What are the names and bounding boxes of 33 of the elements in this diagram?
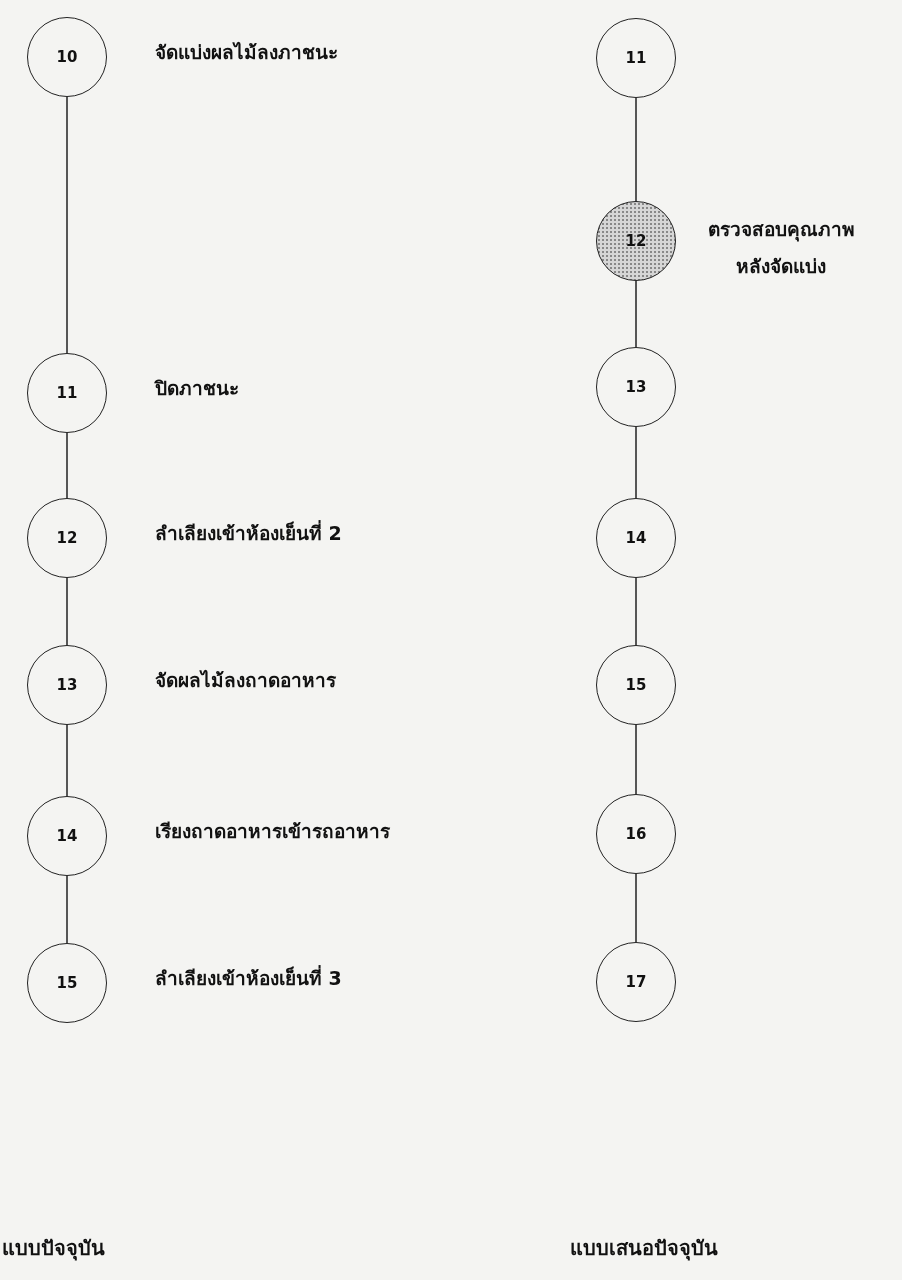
column-caption: แบบเสนอปัจจุบัน [570,1235,718,1263]
step-number: 16 [625,825,647,843]
step-number: 11 [56,384,78,402]
step-number: 15 [625,676,647,694]
connector-line [66,724,68,797]
connector-line [66,875,68,944]
step-number: 13 [56,676,78,694]
step-label: เรียงถาดอาหารเข้ารถอาหาร [155,819,390,844]
column-caption: แบบปัจจุบัน [2,1235,105,1263]
step-label: ตรวจสอบคุณภาพหลังจัดแบ่ง [706,217,856,279]
step-label: ปิดภาชนะ [155,376,239,401]
step-number: 14 [56,827,78,845]
connector-line [66,432,68,499]
step-label: จัดแบ่งผลไม้ลงภาชนะ [155,40,338,65]
step-label: ลำเลียงเข้าห้องเย็นที่ 2 [155,519,342,546]
step-number: 14 [625,529,647,547]
connector-line [635,873,637,943]
step-label: จัดผลไม้ลงถาดอาหาร [155,668,336,693]
step-number: 12 [56,529,78,547]
connector-line [635,577,637,646]
step-number: 11 [625,49,647,67]
step-number: 17 [625,973,647,991]
connector-line [635,280,637,348]
connector-line [635,426,637,499]
connector-line [635,97,637,202]
step-number: 12 [625,232,647,250]
connector-line [66,577,68,646]
step-number: 15 [56,974,78,992]
connector-line [66,96,68,354]
connector-line [635,724,637,795]
step-number: 10 [56,48,78,66]
step-number: 13 [625,378,647,396]
step-label: ลำเลียงเข้าห้องเย็นที่ 3 [155,964,342,991]
